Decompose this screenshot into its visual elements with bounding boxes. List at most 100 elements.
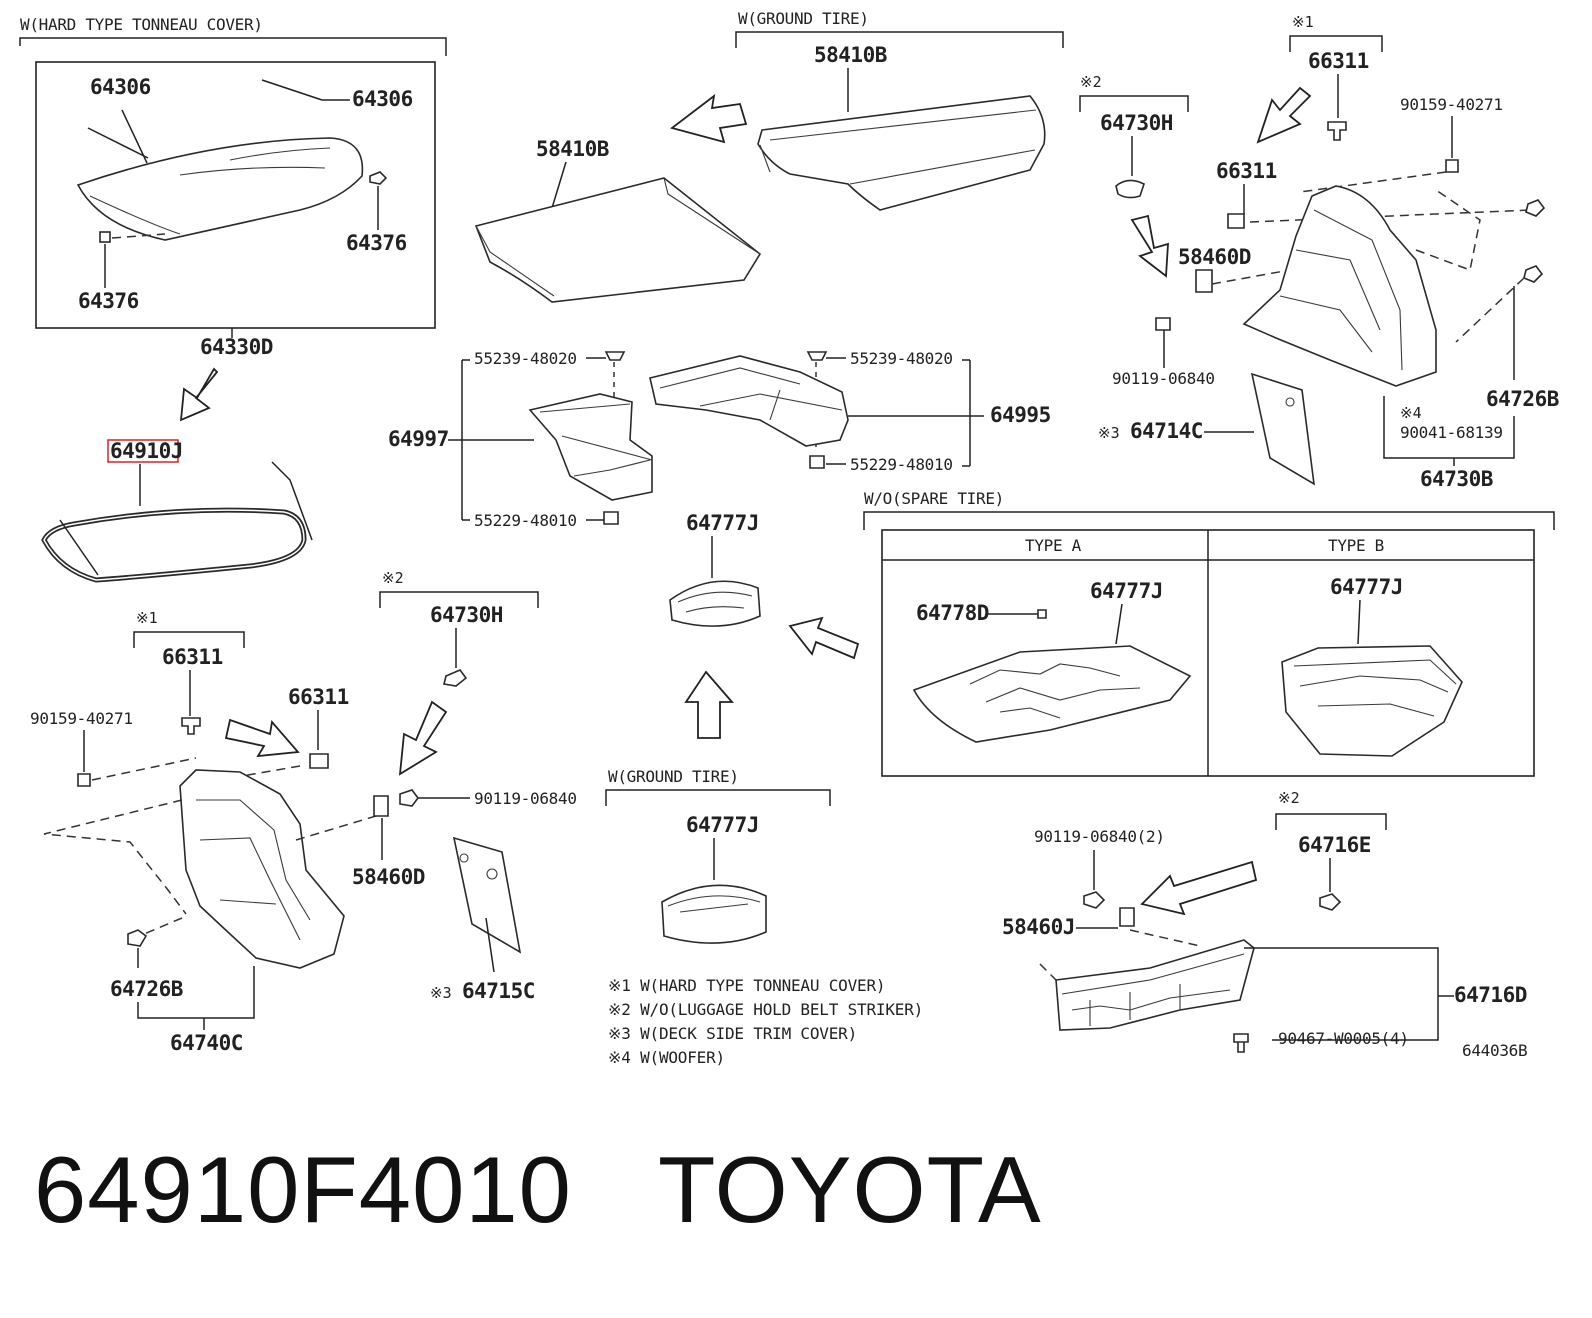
bolt-icon [127, 929, 148, 947]
clip-icon [1233, 1033, 1249, 1053]
side-trim-right [1242, 185, 1437, 387]
label-55239-48020: 55239-48020 [850, 349, 953, 368]
label-64777J: 64777J [1090, 579, 1163, 603]
brand-name: TOYOTA [657, 1137, 1042, 1242]
label-64730H: 64730H [1100, 111, 1173, 135]
group-hard-type-label: W(HARD TYPE TONNEAU COVER) [20, 15, 263, 34]
highlight-box [107, 439, 179, 463]
nut-icon [1119, 907, 1135, 927]
bolt-icon [399, 789, 419, 807]
clip-icon [604, 351, 626, 361]
deck-board-upper [757, 95, 1046, 211]
bolt-icon [1445, 159, 1459, 173]
label-64726B: 64726B [110, 977, 183, 1001]
diagram-code: 644036B [1462, 1041, 1527, 1060]
group-ground-tire-label: W(GROUND TIRE) [608, 767, 739, 786]
product-caption: 64910F4010 TOYOTA [34, 1135, 1042, 1245]
label-90159-40271: 90159-40271 [30, 709, 133, 728]
label-66311: 66311 [1308, 49, 1369, 73]
left-side-trim-group: ※1 66311 90159-40271 66311 64726B 64740C… [30, 569, 577, 1055]
plug-icon [1115, 179, 1145, 199]
type-b-header: TYPE B [1328, 536, 1384, 555]
note-mark: ※4 [1400, 404, 1422, 422]
clip-icon [1037, 609, 1047, 619]
clip-icon [603, 511, 619, 525]
note-mark: ※2 [1278, 789, 1300, 807]
clip-icon [309, 753, 329, 769]
label-64715C: 64715C [462, 979, 535, 1003]
group-bracket [19, 37, 447, 56]
type-a-header: TYPE A [1025, 536, 1082, 555]
label-58460D: 58460D [1178, 245, 1251, 269]
tray-type-a [912, 645, 1192, 743]
nut-icon [373, 795, 389, 817]
label-66311: 66311 [1216, 159, 1277, 183]
label-58410B: 58410B [536, 137, 609, 161]
arrow-icon [1140, 860, 1258, 916]
label-64376: 64376 [346, 231, 407, 255]
bolt-icon [443, 669, 468, 687]
label-64730H: 64730H [430, 603, 503, 627]
label-55229-48010: 55229-48010 [474, 511, 577, 530]
spare-tire-group: W/O(SPARE TIRE) TYPE A TYPE B 64778D 647… [863, 489, 1555, 777]
label-66311: 66311 [162, 645, 223, 669]
label-64995: 64995 [990, 403, 1051, 427]
label-64716D: 64716D [1454, 983, 1527, 1007]
label-64376: 64376 [78, 289, 139, 313]
arrow-icon [1256, 86, 1312, 144]
label-64777J: 64777J [686, 511, 759, 535]
label-64740C: 64740C [170, 1031, 243, 1055]
footnote-2: ※2 W/O(LUGGAGE HOLD BELT STRIKER) [608, 1000, 923, 1019]
arrow-icon [1130, 214, 1169, 278]
arrow-icon [669, 93, 748, 144]
clip-icon [99, 231, 111, 243]
label-90119-06840-2: 90119-06840(2) [1034, 827, 1165, 846]
label-64306: 64306 [352, 87, 413, 111]
arrow-icon [179, 367, 219, 422]
label-64730B: 64730B [1420, 467, 1493, 491]
side-trim-left [179, 769, 345, 969]
clip-icon [369, 171, 388, 185]
footnote-4: ※4 W(WOOFER) [608, 1048, 725, 1067]
label-90041-68139: 90041-68139 [1400, 423, 1503, 442]
label-58460D: 58460D [352, 865, 425, 889]
note-mark: ※2 [382, 569, 404, 587]
label-90159-40271: 90159-40271 [1400, 95, 1503, 114]
label-64306: 64306 [90, 75, 151, 99]
storage-box-group: 55239-48020 64997 55229-48010 55239-4802… [388, 349, 1051, 530]
note-mark: ※1 [1292, 13, 1314, 31]
clip-icon [809, 455, 825, 469]
footnote-1: ※1 W(HARD TYPE TONNEAU COVER) [608, 976, 885, 995]
label-58410B: 58410B [814, 43, 887, 67]
label-55239-48020: 55239-48020 [474, 349, 577, 368]
arrow-icon [224, 718, 300, 758]
label-64777J: 64777J [686, 813, 759, 837]
center-tray-group: 64777J [669, 511, 860, 739]
clip-icon [1227, 213, 1245, 229]
bolt-icon [1525, 199, 1546, 217]
nut-icon [1195, 269, 1213, 293]
bolt-icon [1523, 265, 1544, 283]
trim-cover-left [452, 836, 522, 954]
note-mark: ※3 [1098, 424, 1120, 442]
label-66311: 66311 [288, 685, 349, 709]
clip-icon [181, 717, 201, 735]
weatherstrip-64910J: 64910J [41, 439, 313, 583]
label-64778D: 64778D [916, 601, 989, 625]
bolt-icon [1319, 893, 1342, 911]
footnotes: ※1 W(HARD TYPE TONNEAU COVER) ※2 W/O(LUG… [608, 976, 923, 1067]
tray-round [661, 884, 767, 944]
label-90467-W0005-4: 90467-W0005(4) [1278, 1029, 1409, 1048]
clip-icon [806, 351, 828, 361]
weatherstrip-seal [41, 507, 307, 583]
rear-trim-panel [1055, 939, 1255, 1031]
note-mark: ※2 [1080, 73, 1102, 91]
tray-cup [669, 580, 761, 627]
bolt-icon [1083, 891, 1106, 909]
storage-box-left [528, 393, 653, 501]
label-64716E: 64716E [1298, 833, 1371, 857]
arrow-icon [398, 700, 448, 776]
lower-right-trim-group: 90119-06840(2) ※2 64716E 58460J 64716D 9… [1002, 789, 1527, 1053]
arrow-icon [788, 616, 860, 660]
